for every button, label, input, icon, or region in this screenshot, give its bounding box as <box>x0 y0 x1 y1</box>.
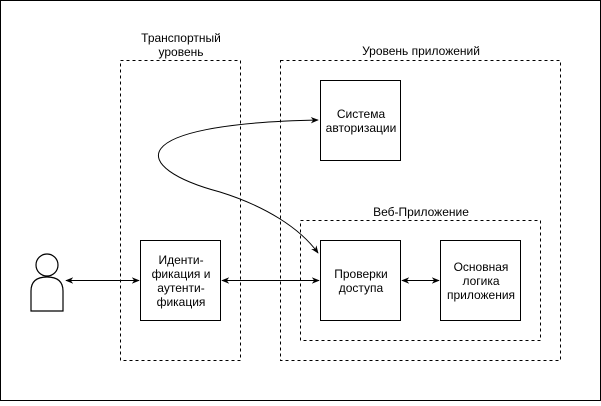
identification-box-label: Иденти- фикация и аутенти- фикация <box>151 253 211 309</box>
transport-layer-group <box>120 60 241 361</box>
access-check-box-label: Проверки доступа <box>334 267 388 295</box>
application-layer-label: Уровень приложений <box>362 44 480 58</box>
identification-box <box>140 240 221 321</box>
auth-system-box <box>320 80 401 161</box>
user-icon <box>30 253 64 312</box>
auth-system-box-label: Система авторизации <box>325 107 397 135</box>
access-check-box <box>320 240 401 321</box>
transport-layer-label: Транспортный уровень <box>141 31 221 59</box>
core-logic-box-label: Основная логика приложения <box>446 260 516 302</box>
auth-access-curve-arrow <box>157 116 319 254</box>
application-layer-group <box>280 60 561 361</box>
webapp-label: Веб-Приложение <box>373 205 469 219</box>
core-logic-box <box>440 240 521 321</box>
